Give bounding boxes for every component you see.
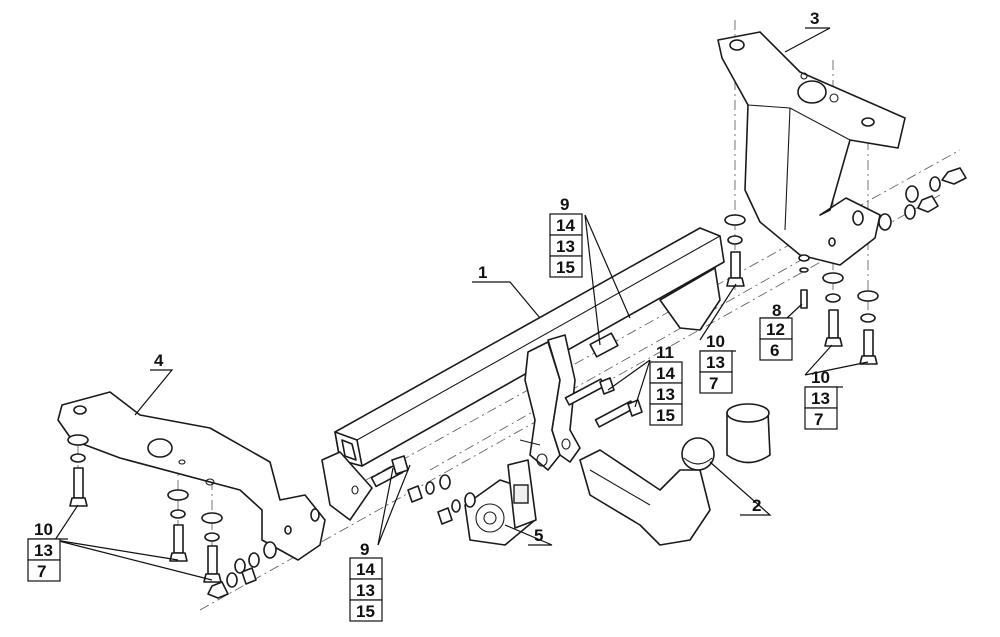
main-crossbeam <box>321 227 725 521</box>
stack-right-mid: 14 13 15 <box>649 361 683 426</box>
stack-top-mid-row1: 14 <box>556 216 575 235</box>
stack-center-right: 10 13 7 <box>699 332 736 394</box>
tow-ball-neck <box>579 437 715 546</box>
callout-11: 11 <box>656 343 674 362</box>
stack-far-right: 10 13 7 <box>804 368 843 430</box>
tow-ball-cap <box>726 403 771 464</box>
stack-center-right-row3: 7 <box>709 374 718 393</box>
stack-top-mid: 14 13 15 <box>549 213 583 278</box>
stack-top-mid-row2: 13 <box>556 237 575 256</box>
stack-far-right-row2: 13 <box>811 389 830 408</box>
stack-bottom-mid-row2: 13 <box>356 581 375 600</box>
callout-2: 2 <box>752 496 761 515</box>
stack-left: 10 13 7 <box>27 520 68 582</box>
stack-center-right-row1: 10 <box>706 332 725 351</box>
callout-4: 4 <box>154 351 164 370</box>
stack-bolt8-row1: 12 <box>766 320 785 339</box>
stack-top-mid-row3: 15 <box>556 258 575 277</box>
stack-far-right-row1: 10 <box>811 368 830 387</box>
stack-bottom-mid: 14 13 15 <box>349 557 383 622</box>
stack-center-right-row2: 13 <box>706 353 725 372</box>
leader-lines <box>54 27 869 581</box>
stack-far-right-row3: 7 <box>814 410 823 429</box>
stack-bottom-mid-row3: 15 <box>356 602 375 621</box>
fasteners <box>67 167 967 599</box>
left-mounting-bracket <box>57 391 326 561</box>
stack-left-row3: 7 <box>37 562 46 581</box>
callout-9-top: 9 <box>560 195 569 214</box>
stack-left-row1: 10 <box>34 520 53 539</box>
callout-9-bottom: 9 <box>360 540 369 559</box>
stack-left-row2: 13 <box>34 541 53 560</box>
callout-3: 3 <box>810 9 819 28</box>
stack-right-mid-row3: 15 <box>656 406 675 425</box>
callout-labels: 1 3 4 2 5 9 9 8 11 <box>154 9 819 559</box>
stack-bottom-mid-row1: 14 <box>356 560 375 579</box>
electrical-socket-plate <box>464 459 537 546</box>
callout-1: 1 <box>478 263 487 282</box>
stack-bolt8: 12 6 <box>759 317 793 361</box>
stack-bolt8-row2: 6 <box>770 341 779 360</box>
callout-5: 5 <box>534 526 543 545</box>
right-mounting-bracket <box>717 31 906 266</box>
stack-right-mid-row2: 13 <box>656 385 675 404</box>
stack-right-mid-row1: 14 <box>656 364 675 383</box>
callout-8: 8 <box>772 301 781 320</box>
